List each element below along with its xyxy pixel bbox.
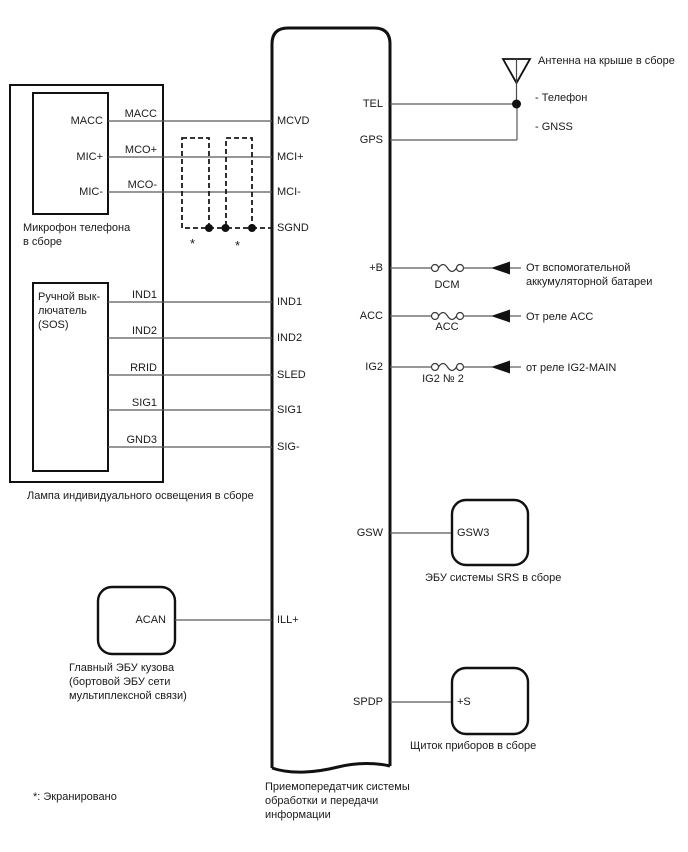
sos-switch-label-line3: (SOS) xyxy=(38,319,69,331)
pin-ind1: IND1 xyxy=(277,296,302,308)
fuse-label-ig2-no2: IG2 № 2 xyxy=(422,373,464,385)
fuse-label-dcm: DCM xyxy=(434,279,459,291)
transceiver-caption-line1: Приемопередатчик системы xyxy=(265,781,410,793)
microphone-wires: MACC MCO+ MCO- xyxy=(108,108,272,193)
microphone-assembly: MACC MIC+ MIC- Микрофон телефона в сборе xyxy=(23,92,131,248)
pin-plus-b: +B xyxy=(369,262,383,274)
srs-ecu-box xyxy=(450,498,530,567)
fuse-terminal-icon xyxy=(455,263,465,273)
sos-switch-box xyxy=(32,282,109,472)
antenna-junction-dot xyxy=(512,99,521,109)
direction-arrow-icon xyxy=(491,360,510,374)
transceiver-break-wave xyxy=(271,762,391,774)
shield-box-2 xyxy=(225,137,253,229)
pin-mcvd: MCVD xyxy=(277,115,309,127)
pin-ind2: IND2 xyxy=(277,332,302,344)
wire-label-rrid: RRID xyxy=(130,362,157,374)
mic-pin-mic-plus: MIC+ xyxy=(76,151,103,163)
pin-ill-plus: ILL+ xyxy=(277,614,299,626)
power-b-desc-line2: аккумуляторной батареи xyxy=(526,276,652,288)
junction-dot-2 xyxy=(221,224,230,232)
wire-label-ind2: IND2 xyxy=(132,325,157,337)
wire-label-ind1: IND1 xyxy=(132,289,157,301)
lamp-assembly: Лампа индивидуального освещения в сборе … xyxy=(9,84,272,502)
microphone-box xyxy=(32,92,109,215)
direction-arrow-icon xyxy=(491,309,510,323)
wire-label-macc: MACC xyxy=(125,108,157,120)
instrument-panel-pin-plus-s: +S xyxy=(457,696,471,708)
body-ecu: ACAN Главный ЭБУ кузова (бортовой ЭБУ се… xyxy=(69,585,272,702)
sos-switch-label-line1: Ручной вык- xyxy=(38,291,101,303)
antenna-circuit: Антенна на крыше в сборе - Телефон - GNS… xyxy=(390,55,675,141)
fuse-wave-icon xyxy=(437,311,458,321)
sos-wires: IND1 IND2 RRID SIG1 GND3 xyxy=(108,289,272,448)
pin-gps: GPS xyxy=(360,134,383,146)
wire-label-mco-minus: MCO- xyxy=(128,179,158,191)
fuse-terminal-icon xyxy=(430,263,440,273)
pin-acc: ACC xyxy=(360,310,383,322)
fuse-terminal-icon xyxy=(430,311,440,321)
pin-sled: SLED xyxy=(277,369,306,381)
srs-ecu-caption: ЭБУ системы SRS в сборе xyxy=(425,572,561,584)
instrument-panel-box xyxy=(450,666,530,736)
transceiver-caption-line2: обработки и передачи xyxy=(265,795,378,807)
wire-label-gnd3: GND3 xyxy=(126,434,157,446)
pin-sgnd: SGND xyxy=(277,222,309,234)
fuse-wave-icon xyxy=(437,263,458,273)
mic-pin-macc: MACC xyxy=(71,115,103,127)
body-ecu-caption-line2: (бортовой ЭБУ сети xyxy=(69,676,170,688)
wire-label-sig1: SIG1 xyxy=(132,397,157,409)
pin-ig2: IG2 xyxy=(365,361,383,373)
power-acc-desc: От реле ACC xyxy=(526,311,593,323)
transceiver-body xyxy=(270,26,392,768)
pin-mci-plus: MCI+ xyxy=(277,151,304,163)
direction-arrow-icon xyxy=(491,261,510,275)
antenna-item-telephone: - Телефон xyxy=(535,92,587,104)
lamp-assembly-caption: Лампа индивидуального освещения в сборе xyxy=(27,490,254,502)
fuse-terminal-icon xyxy=(455,362,465,372)
shield-drains: * * xyxy=(181,137,272,253)
wire-label-mco-plus: MCO+ xyxy=(125,144,157,156)
pin-tel: TEL xyxy=(363,98,383,110)
body-ecu-pin-acan: ACAN xyxy=(135,614,166,626)
transceiver-unit: MCVD MCI+ MCI- SGND IND1 IND2 SLED SIG1 … xyxy=(265,26,410,821)
mic-pin-mic-minus: MIC- xyxy=(79,186,103,198)
pin-gsw: GSW xyxy=(357,527,384,539)
srs-ecu-pin-gsw3: GSW3 xyxy=(457,527,489,539)
pin-mci-minus: MCI- xyxy=(277,186,301,198)
antenna-caption: Антенна на крыше в сборе xyxy=(538,55,675,67)
pin-spdp: SPDP xyxy=(353,696,383,708)
shield-asterisk-1: * xyxy=(190,236,195,251)
power-b-desc-line1: От вспомогательной xyxy=(526,262,630,274)
instrument-panel: +S Щиток приборов в сборе xyxy=(390,666,536,752)
pin-sig-minus: SIG- xyxy=(277,441,300,453)
shield-asterisk-2: * xyxy=(235,238,240,253)
fuse-terminal-icon xyxy=(455,311,465,321)
junction-dot-3 xyxy=(248,224,256,232)
fuse-label-acc: ACC xyxy=(435,321,458,333)
fuse-wave-icon xyxy=(437,362,458,372)
microphone-caption-line2: в сборе xyxy=(23,236,62,248)
fuse-terminal-icon xyxy=(430,362,440,372)
shield-box-1 xyxy=(181,137,210,229)
sos-switch: Ручной вык- лючатель (SOS) xyxy=(32,282,109,472)
transceiver-caption-line3: информации xyxy=(265,809,331,821)
sos-switch-label-line2: лючатель xyxy=(38,305,87,317)
microphone-caption-line1: Микрофон телефона xyxy=(23,222,131,234)
junction-dot-1 xyxy=(205,224,213,232)
lamp-assembly-box xyxy=(9,84,164,483)
instrument-panel-caption: Щиток приборов в сборе xyxy=(410,740,536,752)
power-ig2-desc: от реле IG2-MAIN xyxy=(526,362,616,374)
power-row-acc: ACC От реле ACC xyxy=(390,309,593,333)
pin-sig1: SIG1 xyxy=(277,404,302,416)
footnote-shielded: *: Экранировано xyxy=(33,791,117,803)
power-row-ig2: IG2 № 2 от реле IG2-MAIN xyxy=(390,360,616,385)
srs-ecu: GSW3 ЭБУ системы SRS в сборе xyxy=(390,498,561,584)
antenna-item-gnss: - GNSS xyxy=(535,121,573,133)
body-ecu-caption-line3: мультиплексной связи) xyxy=(69,690,187,702)
body-ecu-caption-line1: Главный ЭБУ кузова xyxy=(69,662,175,674)
power-row-b: DCM От вспомогательной аккумуляторной ба… xyxy=(390,261,652,291)
